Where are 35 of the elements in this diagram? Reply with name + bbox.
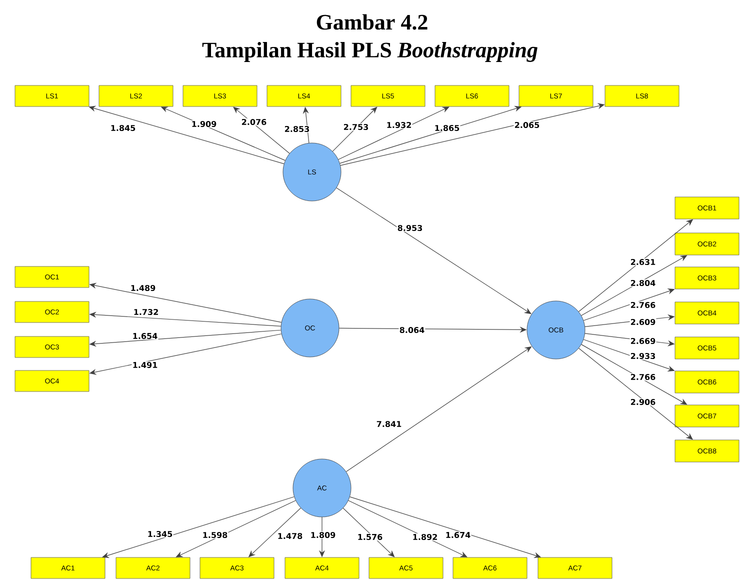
edge-label: 1.845 bbox=[110, 124, 136, 132]
edge-label: 2.804 bbox=[630, 279, 656, 287]
edge-label: 1.809 bbox=[310, 531, 336, 539]
edge-label: 1.732 bbox=[132, 308, 160, 316]
edge-label: 2.753 bbox=[342, 123, 370, 131]
edge-label: 1.489 bbox=[130, 284, 156, 292]
edge-label: 2.076 bbox=[240, 118, 268, 126]
edge-label: 2.609 bbox=[630, 318, 656, 326]
edge-label: 2.065 bbox=[514, 121, 540, 129]
edge-label: 2.669 bbox=[630, 337, 656, 345]
edge-label: 1.674 bbox=[444, 531, 472, 539]
title: Gambar 4.2 bbox=[316, 14, 428, 30]
edge-label: 2.631 bbox=[630, 258, 656, 266]
edge-label: 1.892 bbox=[412, 533, 438, 541]
edge-label: 1.865 bbox=[434, 124, 460, 132]
edge-label: 8.953 bbox=[396, 224, 424, 232]
edge-label: 2.906 bbox=[630, 398, 656, 406]
edge-label: 2.853 bbox=[284, 125, 310, 133]
edge-label: 1.576 bbox=[356, 533, 384, 541]
edge-label: 1.598 bbox=[202, 531, 228, 539]
edge-label: 1.491 bbox=[132, 361, 158, 369]
edge-label: 2.933 bbox=[630, 352, 656, 360]
arrow bbox=[342, 508, 395, 558]
edge-label: 1.932 bbox=[386, 121, 412, 129]
arrow bbox=[338, 106, 450, 160]
caption: Tampilan Hasil PLS Boothstrapping bbox=[202, 42, 538, 62]
edge-label: 1.345 bbox=[146, 530, 174, 538]
edge-label: 1.654 bbox=[132, 332, 158, 340]
arrow bbox=[332, 106, 378, 152]
edge-label: 2.766 bbox=[630, 301, 656, 309]
edge-label: 7.841 bbox=[376, 420, 402, 428]
edge-label: 1.478 bbox=[276, 532, 304, 540]
edge-label: 2.766 bbox=[630, 373, 656, 381]
edge-label: 8.064 bbox=[398, 326, 426, 334]
edge-label: 1.909 bbox=[190, 120, 218, 128]
